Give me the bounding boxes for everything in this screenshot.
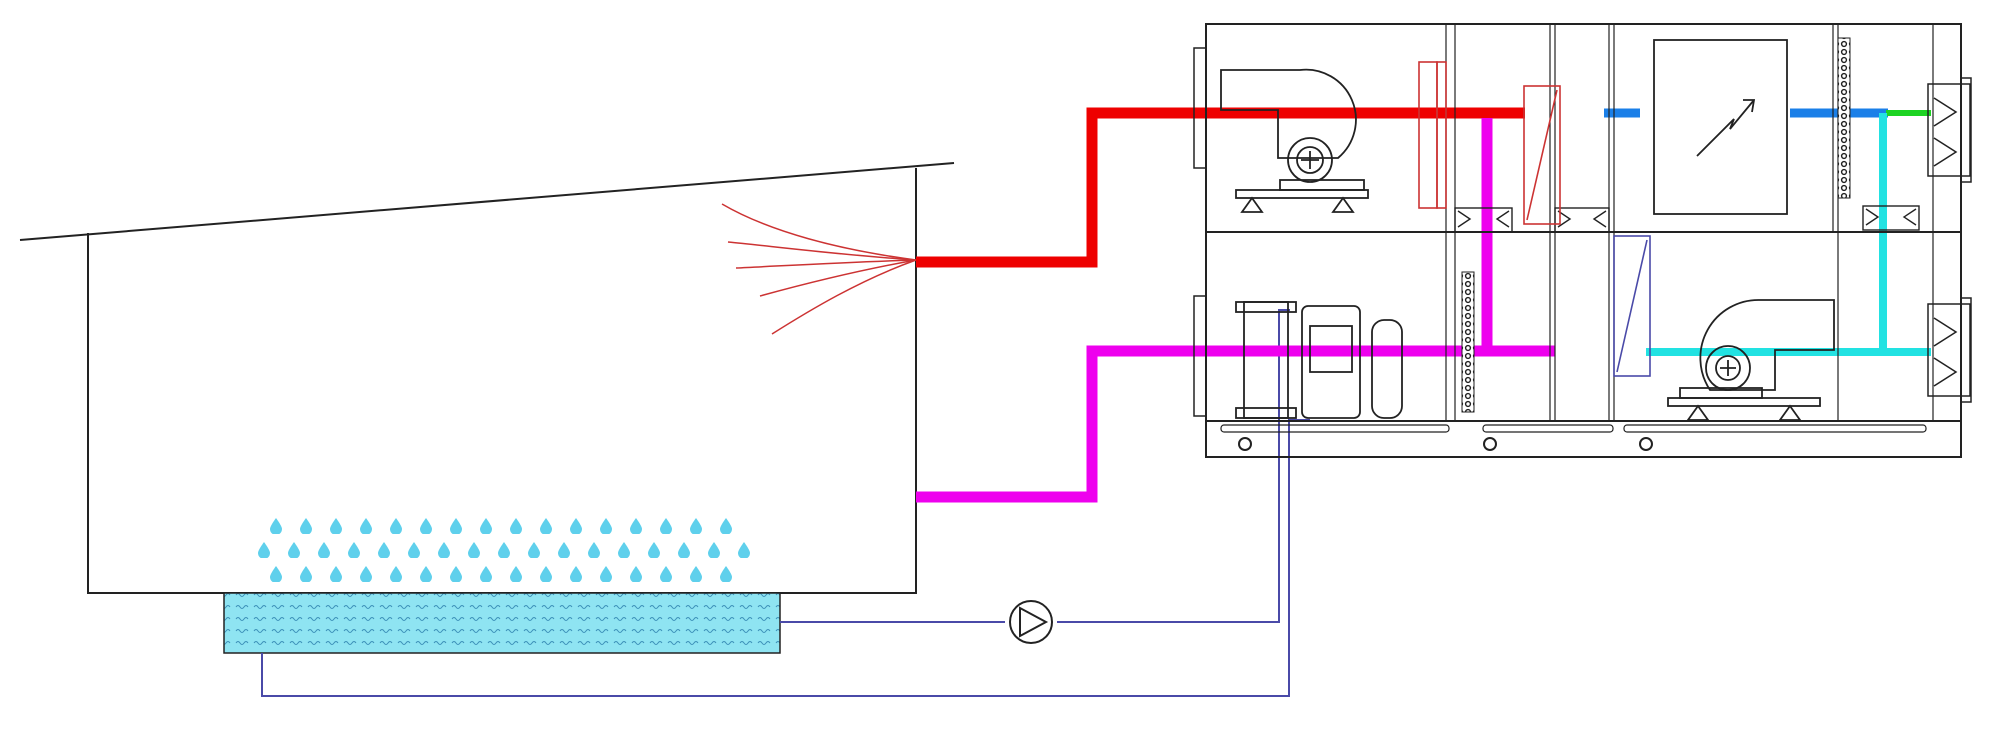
water-droplet <box>510 518 522 534</box>
water-droplet <box>330 518 342 534</box>
water-droplet <box>390 518 402 534</box>
water-droplet <box>258 542 270 558</box>
supply-air-diffuser <box>721 203 917 335</box>
water-droplet <box>450 566 462 582</box>
water-droplet <box>618 542 630 558</box>
water-droplet <box>438 542 450 558</box>
supply-air-duct <box>916 107 1525 268</box>
circulation-pump <box>1009 600 1053 644</box>
water-droplet <box>480 566 492 582</box>
water-droplet <box>690 518 702 534</box>
water-droplet <box>570 518 582 534</box>
water-droplet <box>528 542 540 558</box>
cooling-coil <box>1613 235 1651 377</box>
water-droplet <box>660 518 672 534</box>
water-droplet <box>318 542 330 558</box>
water-droplet <box>420 518 432 534</box>
water-droplet <box>348 542 360 558</box>
louvres <box>1927 77 1972 403</box>
water-droplet <box>420 566 432 582</box>
water-droplet <box>408 542 420 558</box>
filter-boxes <box>1454 205 1920 233</box>
evaporative-water-pool <box>223 592 781 654</box>
water-droplet <box>588 542 600 558</box>
water-droplet <box>288 542 300 558</box>
water-droplet <box>360 518 372 534</box>
water-droplet <box>630 518 642 534</box>
water-droplets <box>258 518 750 582</box>
water-droplet <box>270 518 282 534</box>
air-filters <box>1461 37 1851 413</box>
water-droplet <box>690 566 702 582</box>
water-droplet <box>510 566 522 582</box>
water-droplet <box>720 518 732 534</box>
return-air-duct <box>916 118 1555 503</box>
water-droplet <box>330 566 342 582</box>
water-droplet <box>630 566 642 582</box>
exhaust-fan <box>1667 299 1835 421</box>
water-droplet <box>558 542 570 558</box>
roof <box>19 162 955 241</box>
water-droplet <box>300 518 312 534</box>
heat-pump-compressor <box>1235 301 1403 419</box>
water-droplet <box>738 542 750 558</box>
water-droplet <box>720 566 732 582</box>
water-droplet <box>648 542 660 558</box>
heat-exchanger <box>1418 61 1561 225</box>
building-walls <box>87 168 917 594</box>
water-droplet <box>480 518 492 534</box>
intake-flanges <box>1193 47 1207 417</box>
water-droplet <box>390 566 402 582</box>
water-droplet <box>498 542 510 558</box>
water-droplet <box>600 566 612 582</box>
water-droplet <box>570 566 582 582</box>
water-droplet <box>600 518 612 534</box>
water-droplet <box>540 566 552 582</box>
water-droplet <box>660 566 672 582</box>
water-droplet <box>300 566 312 582</box>
water-droplet <box>540 518 552 534</box>
water-droplet <box>450 518 462 534</box>
water-droplet <box>708 542 720 558</box>
water-droplet <box>378 542 390 558</box>
supply-fan <box>1220 68 1369 213</box>
water-droplet <box>360 566 372 582</box>
water-droplet <box>678 542 690 558</box>
water-droplet <box>270 566 282 582</box>
reheat-section <box>1653 39 1788 215</box>
water-droplet <box>468 542 480 558</box>
